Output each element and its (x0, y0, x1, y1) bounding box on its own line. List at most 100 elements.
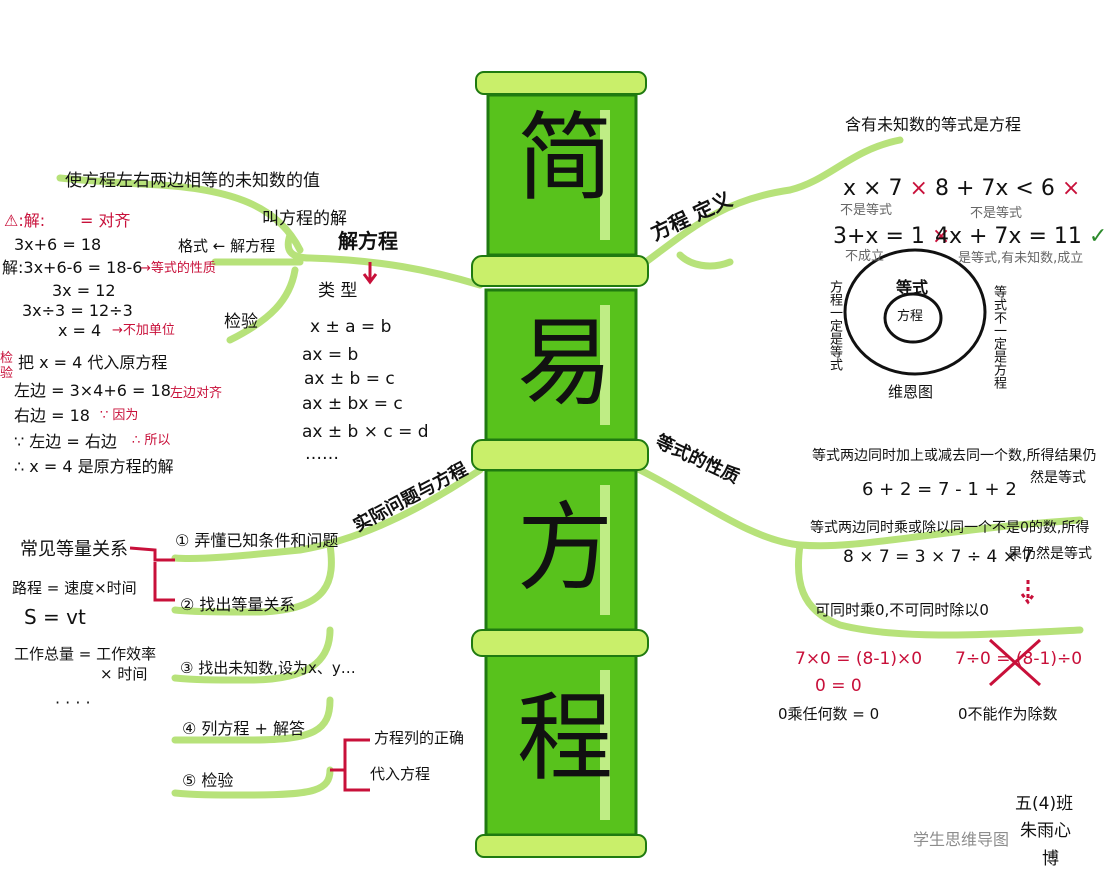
cross-out-2 (988, 638, 1042, 687)
mind-map: 简 易 方 程 方程 定义 含有未知数的等式是方程 x × 7 × 不是等式 8… (0, 71, 1107, 869)
solve-warning: ⚠:解: (4, 211, 46, 230)
relation-3b: × 时间 (100, 665, 148, 683)
def-example-2: 8 + 7x < 6 × (935, 176, 1081, 201)
solve-step-4: 3x÷3 = 12÷3 (22, 301, 133, 320)
venn-right-note: 等式不一定是方程 (990, 285, 1006, 389)
type-5: ax ± b × c = d (302, 422, 429, 442)
zero-example-1b: 0 = 0 (815, 676, 862, 696)
solve-step-note-2: →不加单位 (112, 323, 175, 338)
bamboo-node-5 (475, 834, 647, 858)
branch-word (171, 466, 484, 563)
def-example-1-note: 不是等式 (840, 203, 893, 218)
branch-definition (631, 136, 904, 274)
mind-map-drawing (56, 71, 1084, 858)
type-more: …… (305, 444, 339, 464)
bamboo-highlight-4 (600, 670, 610, 820)
zero-rule-1: 0乘任何数 = 0 (778, 705, 880, 723)
solve-check-label: 检验 (224, 312, 258, 332)
branch-solve (284, 231, 484, 289)
branch-property-2 (794, 541, 1084, 639)
solve-align-note: = 对齐 (80, 211, 131, 230)
word-step-2: ② 找出等量关系 (180, 595, 296, 614)
bamboo-segment-1 (486, 93, 638, 257)
title-char-4: 程 (517, 682, 613, 794)
solve-principle: 使方程左右两边相等的未知数的值 (65, 171, 320, 191)
solve-check-tag: 检验 (0, 351, 14, 381)
solve-therefore: ∴ 所以 (132, 433, 171, 448)
title-char-1: 简 (517, 102, 613, 214)
venn-outer-circle (843, 248, 987, 376)
bamboo-highlight-1 (600, 110, 610, 240)
word-step-3: ③ 找出未知数,设为x、y… (180, 659, 356, 677)
arrow-check (330, 738, 370, 792)
solve-step-2: 解:3x+6-6 = 18-6 (2, 258, 143, 277)
types-label: 类 型 (318, 281, 358, 301)
branch-definition-tail (676, 251, 734, 270)
branch-word-5 (171, 766, 334, 799)
check-note-a: 方程列的正确 (374, 729, 465, 747)
definition-text: 含有未知数的等式是方程 (845, 115, 1022, 134)
solve-step-1: 3x+6 = 18 (14, 235, 102, 254)
title-char-3: 方 (517, 492, 613, 604)
relation-3: 工作总量 = 工作效率 (14, 645, 157, 663)
branch-word-3 (171, 626, 334, 684)
property-note: 可同时乘0,不可同时除以0 (815, 601, 989, 619)
solve-principle-tail: 叫方程的解 (262, 209, 347, 229)
venn-inner-label: 方程 (897, 309, 924, 324)
solve-step-3: 3x = 12 (52, 281, 116, 300)
type-1: x ± a = b (310, 317, 392, 337)
branch-solve-check (226, 266, 299, 344)
solve-check-1: 把 x = 4 代入原方程 (18, 353, 168, 372)
signature-class: 五(4)班 (1015, 794, 1074, 814)
branch-lines (56, 136, 1084, 799)
relation-title: 常见等量关系 (20, 539, 128, 560)
branch-solve-up (56, 174, 304, 254)
arrow-types (362, 262, 378, 285)
title-char-2: 易 (517, 307, 613, 419)
venn-caption: 维恩图 (888, 383, 934, 401)
bamboo-node-2 (471, 255, 649, 287)
venn-outer-label: 等式 (896, 278, 929, 297)
solve-step-5: x = 4 (58, 321, 102, 340)
solve-check-3: 右边 = 18 (14, 406, 90, 425)
solve-check-2: 左边 = 3×4+6 = 18 (14, 381, 171, 400)
arrow-relation (129, 546, 175, 562)
solve-format-label: 格式 ← 解方程 (178, 237, 276, 255)
venn-inner-circle (883, 292, 943, 344)
bamboo-stalk (471, 71, 649, 858)
word-step-4: ④ 列方程 + 解答 (182, 719, 306, 738)
venn-left-note: 方程一定是等式 (826, 280, 842, 371)
branch-property (636, 466, 1084, 550)
arrow-property (1020, 580, 1036, 605)
bamboo-node-3 (471, 439, 649, 471)
type-4: ax ± bx = c (302, 394, 403, 414)
solve-check-note: 左边对齐 (170, 386, 223, 401)
property-rule-2: 等式两边同时乘或除以同一个不是0的数,所得 (810, 520, 1090, 536)
red-arrows (129, 262, 1042, 792)
relation-more: · · · · (55, 693, 91, 712)
property-example-2: 8 × 7 = 3 × 7 ÷ 4 × 7 (843, 547, 1034, 567)
bamboo-node-1 (475, 71, 647, 95)
solve-because: ∵ 因为 (100, 408, 139, 423)
signature-mark: 博 (1042, 849, 1059, 869)
bamboo-node-4 (471, 629, 649, 657)
signature-name: 朱雨心 (1020, 821, 1071, 841)
type-3: ax ± b = c (304, 369, 395, 389)
def-example-2-note: 不是等式 (970, 206, 1023, 221)
check-note-b: 代入方程 (370, 765, 431, 783)
word-step-1: ① 弄懂已知条件和问题 (175, 531, 339, 550)
zero-example-1: 7×0 = (8-1)×0 (795, 649, 923, 669)
venn-diagram (843, 248, 987, 376)
solve-check-4: ∵ 左边 = 右边 (14, 432, 117, 451)
zero-rule-2: 0不能作为除数 (958, 705, 1058, 723)
def-example-3-note: 不成立 (845, 249, 885, 264)
bamboo-highlight-3 (600, 485, 610, 615)
property-rule-1: 等式两边同时加上或减去同一个数,所得结果仍 (812, 448, 1097, 464)
arrow-relation-2 (153, 562, 175, 602)
bamboo-segment-3 (484, 468, 638, 632)
solve-step-note-1: →等式的性质 (140, 261, 216, 276)
relation-2: S = vt (24, 605, 86, 629)
zero-example-2: 7÷0 = (8-1)÷0 (955, 649, 1083, 669)
def-example-4-note: 是等式,有未知数,成立 (958, 251, 1084, 266)
bamboo-highlight-2 (600, 305, 610, 425)
